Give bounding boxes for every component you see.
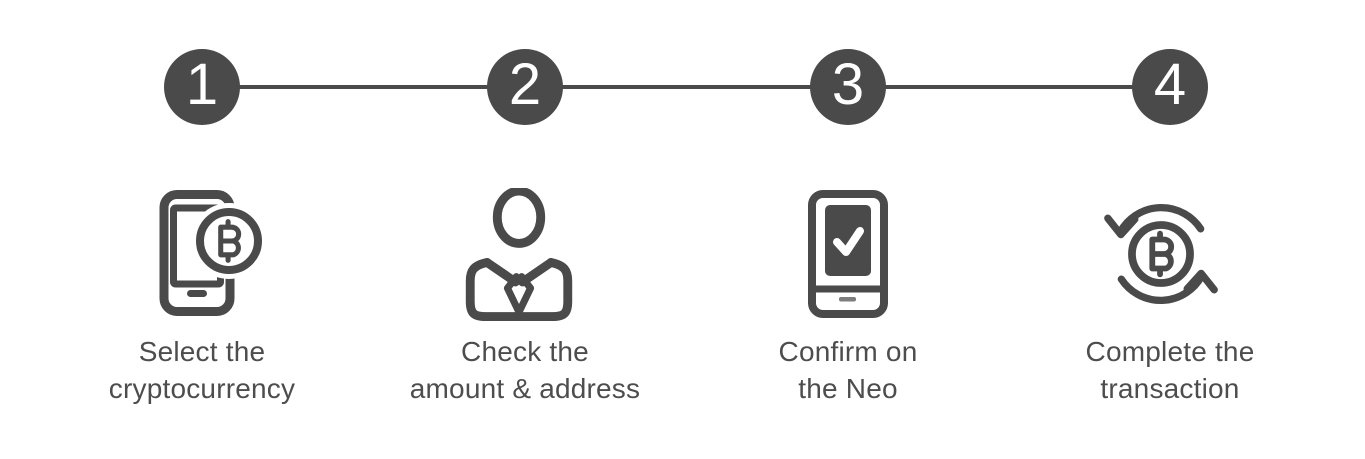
bitcoin-cycle-icon xyxy=(1104,203,1218,305)
step-connector-line xyxy=(202,85,1170,89)
step-1: 1 Select the cryptocurrency xyxy=(40,0,364,407)
step-4: 4 Complete the transaction xyxy=(1008,0,1332,407)
step-1-label: Select the cryptocurrency xyxy=(108,336,296,404)
smartphone-bitcoin-icon xyxy=(159,190,267,316)
step-2-label: Check the amount & address xyxy=(409,336,641,404)
step-4-circle: 4 xyxy=(1132,49,1208,125)
device-confirm-icon xyxy=(808,190,888,318)
step-3-number: 3 xyxy=(831,52,865,117)
step-1-number: 1 xyxy=(185,52,219,117)
step-2-circle: 2 xyxy=(487,49,563,125)
step-3-label: Confirm on the Neo xyxy=(778,336,918,404)
step-4-label: Complete the transaction xyxy=(1085,336,1255,404)
step-3: 3 Confirm on the Neo xyxy=(686,0,1010,407)
step-2-number: 2 xyxy=(508,52,542,117)
step-3-circle: 3 xyxy=(810,49,886,125)
step-2: 2 Check the amount & address xyxy=(363,0,687,407)
step-4-number: 4 xyxy=(1153,52,1187,117)
step-1-circle: 1 xyxy=(164,49,240,125)
businessman-icon xyxy=(465,187,573,321)
